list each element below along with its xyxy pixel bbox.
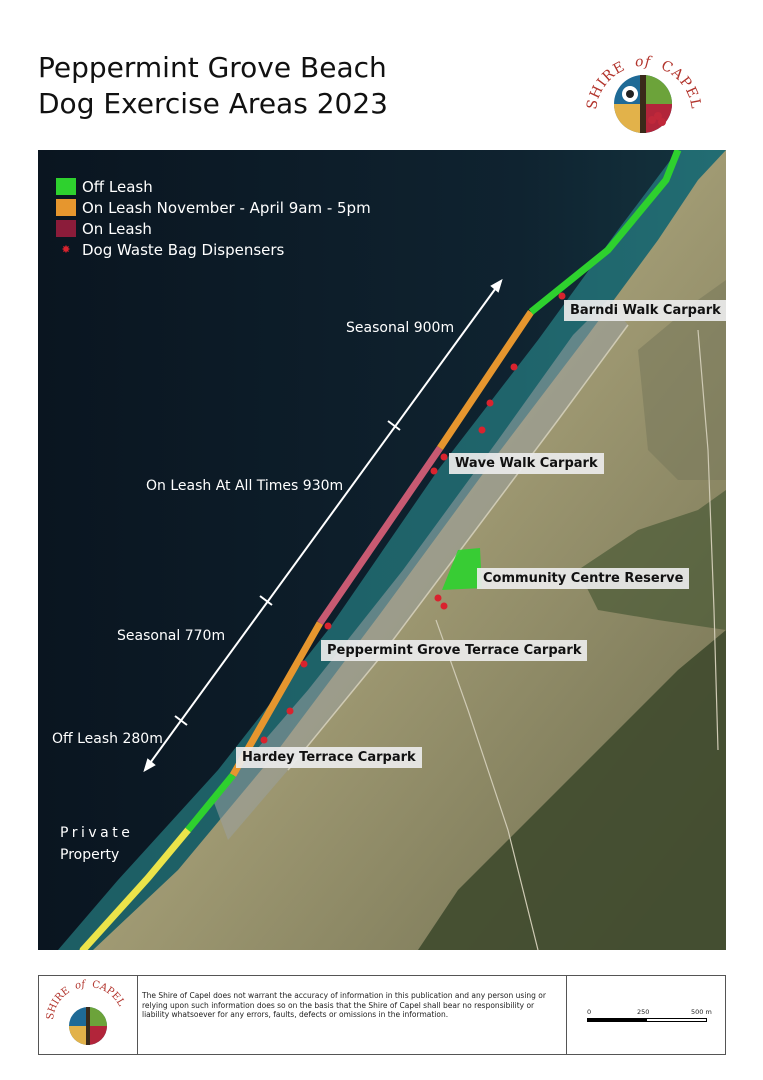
legend-label: Off Leash <box>82 177 153 196</box>
dispenser-marker[interactable] <box>286 707 294 715</box>
distance-arrow <box>143 278 503 773</box>
dispenser-marker[interactable] <box>510 363 518 371</box>
scale-bar-fill <box>588 1019 647 1021</box>
title-line-1: Peppermint Grove Beach <box>38 51 387 84</box>
private-line-2: Property <box>60 847 120 863</box>
community-reserve-area <box>442 548 482 590</box>
legend-item-dispensers: ✸ Dog Waste Bag Dispensers <box>56 239 371 260</box>
on-leash-zone <box>317 446 443 625</box>
scale-bar-box: 0 250 500 m <box>566 976 726 1054</box>
dispenser-marker[interactable] <box>300 660 308 668</box>
logo-text-of: of <box>634 54 653 71</box>
shire-of-capel-logo: SHIRE of CAPEL <box>584 54 703 133</box>
legend-label: On Leash <box>82 219 152 238</box>
dispenser-icon: ✸ <box>61 243 71 256</box>
map-legend: Off Leash On Leash November - April 9am … <box>56 176 371 260</box>
carpark-label-community[interactable]: Community Centre Reserve <box>477 568 690 589</box>
seasonal-zone-north <box>437 310 534 450</box>
legend-label: On Leash November - April 9am - 5pm <box>82 198 371 217</box>
dispenser-marker[interactable] <box>430 467 438 475</box>
footer-logo-box: SHIRE of CAPEL <box>39 976 138 1054</box>
dispenser-markers <box>260 292 566 744</box>
aerial-map[interactable]: Off Leash On Leash November - April 9am … <box>38 150 726 950</box>
disclaimer-text: The Shire of Capel does not warrant the … <box>142 991 546 1019</box>
shallow-water <box>58 150 726 950</box>
dispenser-marker[interactable] <box>558 292 566 300</box>
label-seasonal-south: Seasonal 770m <box>117 628 226 644</box>
dispenser-marker[interactable] <box>260 736 268 744</box>
off-leash-zone-north <box>528 150 682 315</box>
carpark-label-hardey[interactable]: Hardey Terrace Carpark <box>236 747 422 768</box>
town-area <box>213 300 628 840</box>
carpark-label-barndi[interactable]: Barndi Walk Carpark <box>564 300 726 321</box>
dispenser-marker[interactable] <box>478 426 486 434</box>
legend-item-on-leash: On Leash <box>56 218 371 239</box>
scale-bar <box>587 1018 707 1022</box>
highway-road <box>697 329 719 751</box>
dispenser-marker[interactable] <box>434 594 442 602</box>
footer-logo-of: of <box>74 979 88 992</box>
legend-swatch-orange <box>56 199 76 216</box>
carpark-label-wave[interactable]: Wave Walk Carpark <box>449 453 604 474</box>
legend-item-off-leash: Off Leash <box>56 176 371 197</box>
dispenser-marker[interactable] <box>486 399 494 407</box>
scale-label-start: 0 <box>587 1008 592 1016</box>
access-road <box>435 619 539 950</box>
main-road <box>287 324 629 771</box>
footer-logo-shire: SHIRE <box>45 985 72 1020</box>
land-area <box>93 150 726 950</box>
legend-swatch-red <box>56 220 76 237</box>
arrow-tick <box>174 715 188 726</box>
bushland-south <box>418 630 726 950</box>
bushland-mid <box>578 490 726 630</box>
footer-logo-capel: CAPEL <box>91 979 127 1008</box>
label-on-leash: On Leash At All Times 930m <box>146 478 344 494</box>
dispenser-marker[interactable] <box>324 622 332 630</box>
dispenser-marker[interactable] <box>440 602 448 610</box>
scale-label-end: 500 m <box>691 1008 712 1016</box>
label-seasonal-north: Seasonal 900m <box>346 320 455 336</box>
arrow-tick <box>259 595 273 606</box>
arrow-tick <box>387 420 401 431</box>
private-property-beach <box>79 826 192 950</box>
off-leash-zone-south <box>185 772 236 833</box>
scale-label-mid: 250 <box>637 1008 650 1016</box>
carpark-label-terrace[interactable]: Peppermint Grove Terrace Carpark <box>321 640 588 661</box>
page-title: Peppermint Grove Beach Dog Exercise Area… <box>38 50 388 122</box>
dispenser-marker[interactable] <box>440 453 448 461</box>
label-off-leash: Off Leash 280m <box>52 731 163 747</box>
footer-panel: SHIRE of CAPEL The Shire of Capel does n… <box>38 975 726 1055</box>
legend-label: Dog Waste Bag Dispensers <box>82 240 285 259</box>
map-canvas <box>38 150 726 950</box>
title-line-2: Dog Exercise Areas 2023 <box>38 87 388 120</box>
wetland-area <box>638 280 726 480</box>
label-private-property: Private Property <box>60 822 133 866</box>
footer-shire-logo: SHIRE of CAPEL <box>45 979 127 1045</box>
private-line-1: Private <box>60 825 134 841</box>
legend-item-seasonal: On Leash November - April 9am - 5pm <box>56 197 371 218</box>
legend-swatch-green <box>56 178 76 195</box>
